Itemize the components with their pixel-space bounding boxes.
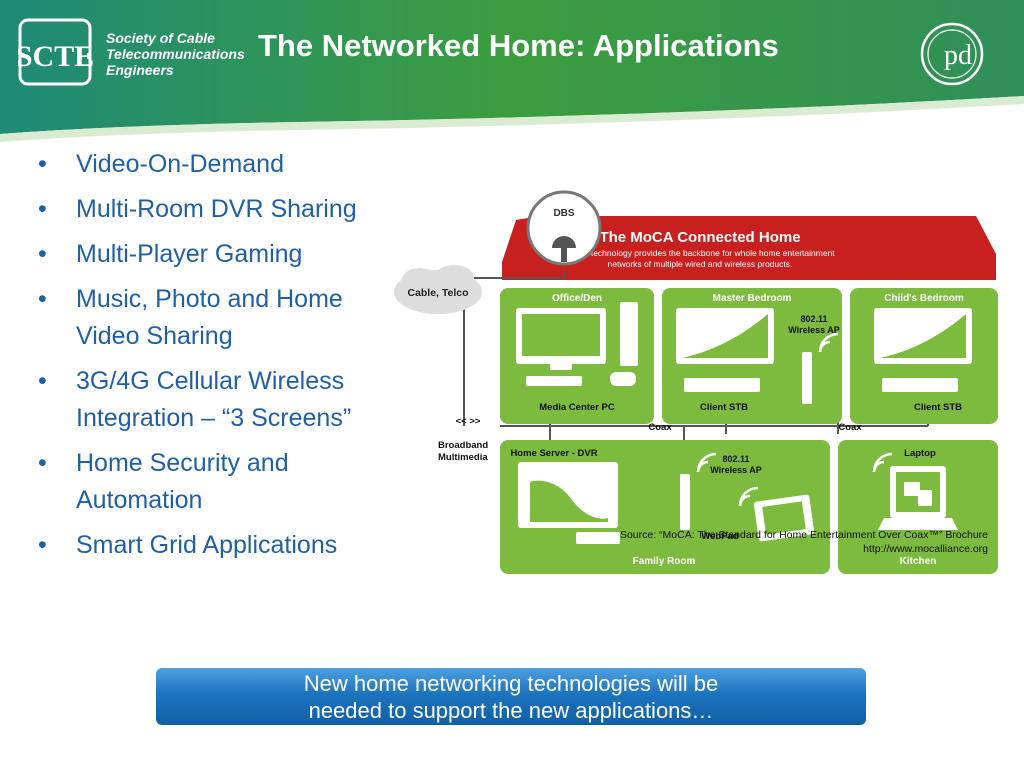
source-text: Source: “MoCA: The Standard for Home Ent… (619, 529, 988, 541)
coax-label: Coax (838, 422, 862, 433)
webpad-icon (753, 494, 815, 542)
wifi-waves-icon (872, 452, 893, 473)
tv-icon (518, 462, 618, 528)
tv-icon (676, 308, 774, 364)
set-top-box-icon (882, 378, 958, 392)
keyboard-icon (526, 376, 582, 386)
source-url: http://www.mocalliance.org (863, 543, 988, 555)
org-name-line: Telecommunications (106, 46, 245, 62)
laptop-icon (878, 466, 958, 530)
set-top-box-icon (576, 532, 620, 544)
room-label: Child's Bedroom (884, 293, 964, 304)
ap-model-label: 802.11 (800, 314, 827, 324)
room-childs-bedroom: Child's Bedroom Client STB (850, 288, 998, 424)
org-name-line: Engineers (106, 62, 174, 78)
list-item: Smart Grid Applications (34, 527, 394, 564)
wireless-ap-icon (802, 352, 812, 404)
room-label: Master Bedroom (713, 293, 792, 304)
list-item: 3G/4G Cellular Wireless Integration – “3… (34, 363, 394, 437)
device-label: Media Center PC (539, 402, 615, 413)
roof-title: The MoCA Connected Home (599, 229, 800, 246)
coax-label: Coax (648, 422, 672, 433)
broadband-label: Broadband (438, 440, 488, 451)
tower-pc-icon (620, 302, 638, 366)
tv-icon (874, 308, 972, 364)
broadband-label: Multimedia (438, 452, 488, 463)
room-kitchen: Laptop Kitchen (838, 440, 998, 574)
device-label: Home Server - DVR (510, 448, 597, 459)
callout-text: New home networking technologies will be (303, 671, 719, 696)
dbs-label: DBS (553, 208, 574, 219)
source-citation: Source: “MoCA: The Standard for Home Ent… (560, 528, 988, 556)
room-family-room: Home Server - DVR 802.11 Wireless AP (500, 440, 830, 574)
room-label: Office/Den (552, 293, 602, 304)
room-master-bedroom: Master Bedroom 802.11 Wireless AP Client… (662, 288, 842, 424)
slide-header: SCTE Society of Cable Telecommunications… (0, 0, 1024, 150)
device-label: Client STB (914, 402, 962, 413)
ap-model-label: 802.11 (722, 454, 749, 464)
wifi-waves-icon (818, 332, 839, 353)
roof-subtitle: MoCA technology provides the backbone fo… (565, 248, 835, 258)
roof-subtitle: networks of multiple wired and wireless … (608, 259, 793, 269)
list-item: Multi-Room DVR Sharing (34, 191, 394, 228)
header-background (0, 0, 1024, 142)
organization-name: Society of Cable Telecommunications Engi… (106, 30, 245, 78)
room-office-den: Office/Den Media Center PC (500, 288, 654, 424)
dbs-dish-icon: DBS (526, 190, 602, 266)
device-label: Laptop (904, 448, 936, 459)
set-top-box-icon (684, 378, 760, 392)
room-label: Kitchen (900, 556, 937, 567)
cloud-icon: Cable, Telco (394, 265, 482, 314)
ap-name-label: Wireless AP (788, 325, 840, 335)
page-title: The Networked Home: Applications (258, 28, 779, 63)
wireless-ap-icon (680, 474, 690, 530)
scte-logo-icon: SCTE (18, 18, 96, 88)
gamepad-icon (610, 372, 636, 386)
wifi-waves-icon (696, 452, 759, 507)
list-item: Video-On-Demand (34, 146, 394, 183)
list-item: Music, Photo and Home Video Sharing (34, 281, 394, 355)
computer-monitor-icon (516, 308, 606, 370)
list-item: Home Security and Automation (34, 445, 394, 519)
roof-banner: The MoCA Connected Home MoCA technology … (502, 216, 996, 280)
cloud-label: Cable, Telco (407, 287, 468, 299)
device-label: WebPad (701, 531, 739, 542)
org-name-line: Society of Cable (106, 30, 215, 46)
callout-banner: New home networking technologies will be… (156, 668, 866, 725)
callout-text: needed to support the new applications… (308, 698, 714, 723)
room-label: Family Room (633, 556, 696, 567)
pd-logo-icon: pd (918, 18, 986, 90)
arrows-label: << >> (456, 416, 481, 427)
moca-connected-home-diagram: The MoCA Connected Home MoCA technology … (390, 182, 1002, 580)
device-label: Client STB (700, 402, 748, 413)
list-item: Multi-Player Gaming (34, 236, 394, 273)
ap-name-label: Wireless AP (710, 465, 762, 475)
logo-text: SCTE (18, 40, 94, 73)
pd-logo-text: pd (944, 40, 972, 71)
application-list: Video-On-Demand Multi-Room DVR Sharing M… (34, 146, 394, 572)
